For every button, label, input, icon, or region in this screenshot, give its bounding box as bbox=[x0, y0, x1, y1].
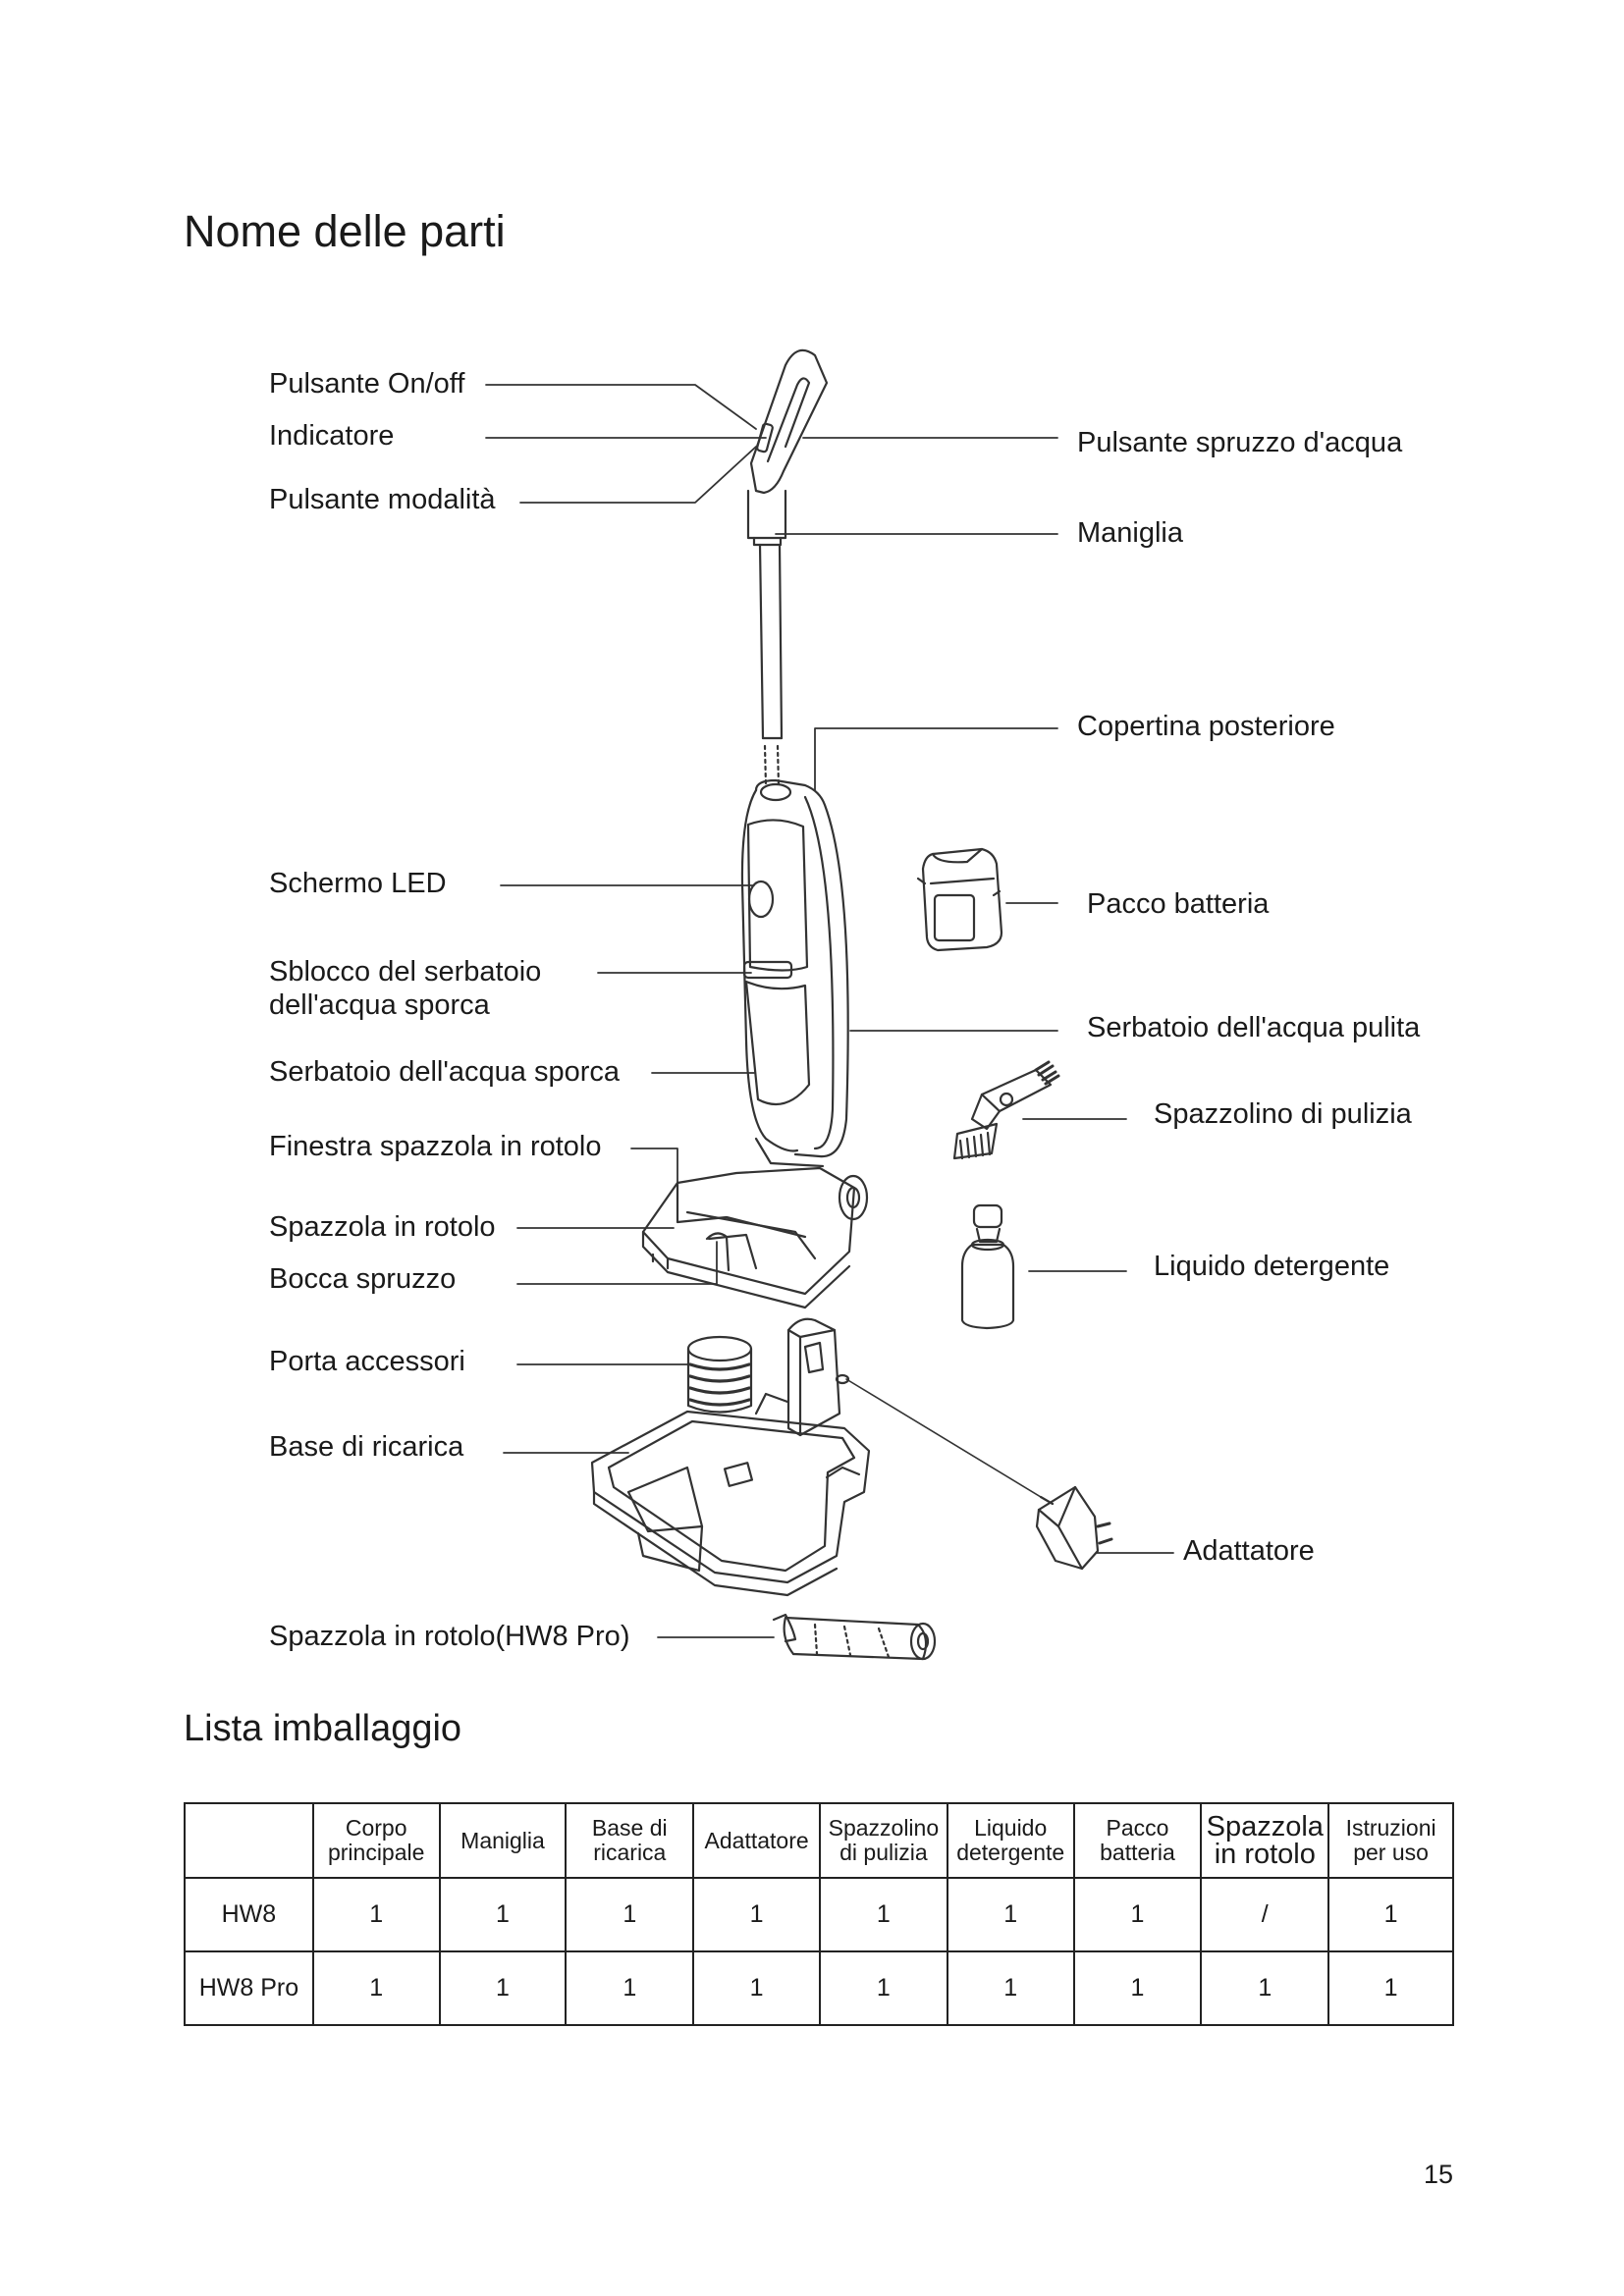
label-sblocco-serbatoio: Sblocco del serbatoio dell'acqua sporca bbox=[269, 956, 542, 1021]
label-finestra-spazzola: Finestra spazzola in rotolo bbox=[269, 1131, 602, 1162]
table-row: HW8 Pro 1 1 1 1 1 1 1 1 1 bbox=[184, 1950, 1454, 2026]
label-liquido: Liquido detergente bbox=[1154, 1251, 1390, 1282]
table-header-row: Corpo principale Maniglia Base di ricari… bbox=[184, 1802, 1454, 1879]
packing-title: Lista imballaggio bbox=[184, 1708, 462, 1749]
leader-lines bbox=[485, 384, 1174, 1638]
table-cell: 1 bbox=[818, 1950, 948, 2026]
table-cell: / bbox=[1200, 1877, 1330, 1952]
label-pacco-batteria: Pacco batteria bbox=[1087, 888, 1270, 920]
label-pulsante-onoff: Pulsante On/off bbox=[269, 368, 465, 400]
table-cell: 1 bbox=[565, 1950, 695, 2026]
header-cell: Base di ricarica bbox=[565, 1802, 695, 1879]
label-spazzolino: Spazzolino di pulizia bbox=[1154, 1098, 1412, 1130]
header-cell: Spazzolino di pulizia bbox=[818, 1802, 948, 1879]
page-title: Nome delle parti bbox=[184, 206, 506, 256]
label-indicatore: Indicatore bbox=[269, 420, 395, 452]
label-serbatoio-sporca: Serbatoio dell'acqua sporca bbox=[269, 1056, 620, 1088]
table-cell: 1 bbox=[1200, 1950, 1330, 2026]
label-pulsante-spruzzo: Pulsante spruzzo d'acqua bbox=[1077, 427, 1403, 458]
label-schermo-led: Schermo LED bbox=[269, 868, 447, 899]
label-bocca-spruzzo: Bocca spruzzo bbox=[269, 1263, 457, 1295]
header-cell bbox=[184, 1802, 314, 1879]
table-cell: 1 bbox=[438, 1877, 568, 1952]
adapter-illustration bbox=[845, 1378, 1113, 1571]
table-cell: 1 bbox=[1072, 1877, 1203, 1952]
header-cell: Corpo principale bbox=[311, 1802, 441, 1879]
handle-illustration bbox=[746, 348, 829, 547]
pole-illustration bbox=[758, 543, 784, 787]
label-spazzola-hw8pro: Spazzola in rotolo(HW8 Pro) bbox=[269, 1621, 630, 1652]
table-cell: 1 bbox=[1327, 1950, 1454, 2026]
header-cell: Pacco batteria bbox=[1072, 1802, 1203, 1879]
brush-tool-illustration bbox=[952, 1060, 1060, 1160]
label-base-ricarica: Base di ricarica bbox=[269, 1431, 464, 1463]
header-cell: Spazzola in rotolo bbox=[1200, 1802, 1330, 1879]
header-cell: Istruzioni per uso bbox=[1327, 1802, 1454, 1879]
table-cell: 1 bbox=[692, 1950, 821, 2026]
page-number: 15 bbox=[1424, 2160, 1454, 2189]
table-cell: 1 bbox=[311, 1877, 441, 1952]
table-cell: 1 bbox=[946, 1877, 1075, 1952]
model-cell: HW8 Pro bbox=[184, 1950, 314, 2026]
main-body-illustration bbox=[740, 778, 849, 1168]
table-cell: 1 bbox=[818, 1877, 948, 1952]
table-row: HW8 1 1 1 1 1 1 1 / 1 bbox=[184, 1877, 1454, 1952]
table-cell: 1 bbox=[565, 1877, 695, 1952]
accessory-holder-illustration bbox=[686, 1335, 753, 1414]
table-cell: 1 bbox=[311, 1950, 441, 2026]
table-cell: 1 bbox=[1072, 1950, 1203, 2026]
floor-head-illustration bbox=[641, 1166, 869, 1309]
battery-illustration bbox=[916, 847, 1003, 952]
table-cell: 1 bbox=[438, 1950, 568, 2026]
charging-base-illustration bbox=[590, 1317, 871, 1597]
header-cell: Liquido detergente bbox=[946, 1802, 1075, 1879]
table-cell: 1 bbox=[1327, 1877, 1454, 1952]
detergent-bottle-illustration bbox=[960, 1203, 1015, 1330]
label-spazzola-rotolo: Spazzola in rotolo bbox=[269, 1211, 496, 1243]
table-cell: 1 bbox=[692, 1877, 821, 1952]
label-maniglia: Maniglia bbox=[1077, 517, 1183, 549]
label-pulsante-modalita: Pulsante modalità bbox=[269, 484, 496, 515]
label-copertina-posteriore: Copertina posteriore bbox=[1077, 711, 1335, 742]
label-serbatoio-pulita: Serbatoio dell'acqua pulita bbox=[1087, 1012, 1421, 1043]
table-cell: 1 bbox=[946, 1950, 1075, 2026]
packing-table: Corpo principale Maniglia Base di ricari… bbox=[184, 1802, 1454, 2026]
label-porta-accessori: Porta accessori bbox=[269, 1346, 465, 1377]
header-cell: Maniglia bbox=[438, 1802, 568, 1879]
header-cell: Adattatore bbox=[692, 1802, 821, 1879]
model-cell: HW8 bbox=[184, 1877, 314, 1952]
label-adattatore: Adattatore bbox=[1183, 1535, 1315, 1567]
roller-brush-illustration bbox=[772, 1613, 937, 1661]
